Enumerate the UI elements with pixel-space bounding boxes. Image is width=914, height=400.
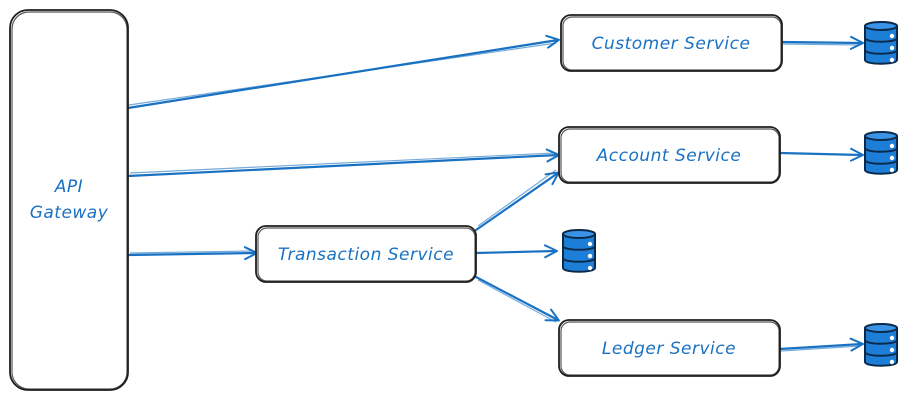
- edge-ledger-to-database: [778, 337, 864, 352]
- ledger-service-node: Ledger Service: [558, 319, 781, 377]
- ledger-service-label: Ledger Service: [602, 339, 736, 359]
- transaction-service-node: Transaction Service: [255, 225, 477, 283]
- edge-gateway-to-customer: [126, 34, 560, 110]
- transaction-service-label: Transaction Service: [278, 245, 454, 265]
- account-service-node: Account Service: [558, 126, 781, 184]
- transaction-database-icon: [562, 229, 596, 273]
- customer-service-node: Customer Service: [560, 14, 783, 72]
- edge-account-to-database: [778, 147, 864, 162]
- edge-gateway-to-transaction: [126, 246, 258, 261]
- edge-transaction-to-ledger: [474, 275, 560, 323]
- edge-transaction-to-database: [474, 244, 558, 259]
- api-gateway-label-line1: API: [54, 177, 83, 197]
- edge-transaction-to-account: [474, 169, 560, 232]
- edge-gateway-to-account: [126, 148, 560, 178]
- account-service-label: Account Service: [596, 146, 742, 166]
- api-gateway-label-line2: Gateway: [30, 203, 109, 223]
- account-database-icon: [864, 131, 898, 175]
- api-gateway-node: API Gateway: [9, 9, 129, 391]
- customer-service-label: Customer Service: [592, 34, 751, 54]
- ledger-database-icon: [864, 323, 898, 367]
- customer-database-icon: [864, 21, 898, 65]
- edge-customer-to-database: [780, 35, 864, 50]
